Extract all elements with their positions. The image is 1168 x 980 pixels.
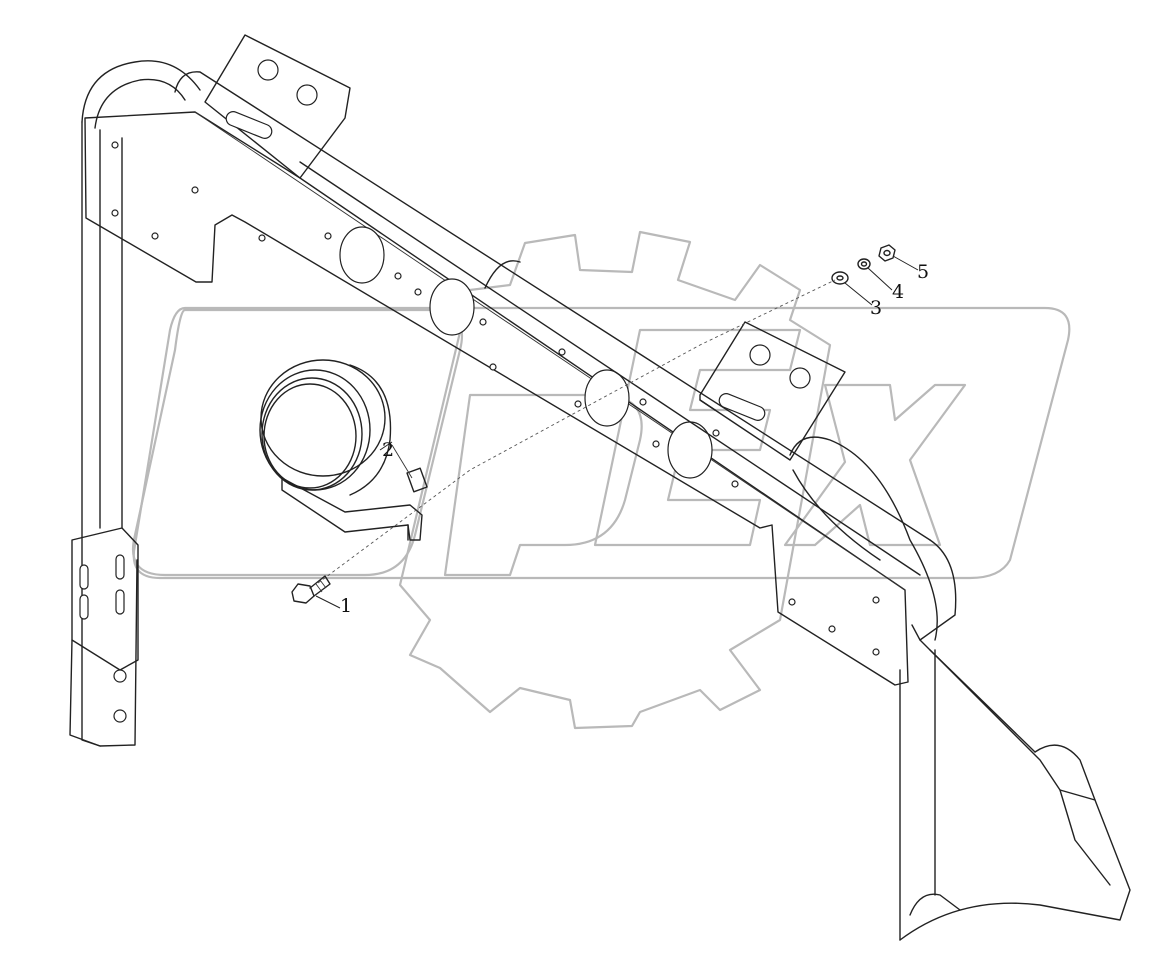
assembly-centerline xyxy=(317,279,836,584)
watermark-e-letter xyxy=(593,328,802,547)
flat-washer xyxy=(831,271,849,285)
callout-3: 3 xyxy=(870,297,882,319)
leader-lines xyxy=(315,255,919,609)
callout-5: 5 xyxy=(917,261,929,283)
crossbar-plate xyxy=(84,111,909,686)
work-light-assembly xyxy=(259,359,428,541)
watermark-outer-frame xyxy=(132,306,1071,580)
right-mounting-tab xyxy=(699,321,846,461)
callout-1: 1 xyxy=(340,595,352,617)
watermark-x-letter xyxy=(783,383,967,547)
callout-2: 2 xyxy=(382,439,394,461)
bolt-part xyxy=(291,575,331,604)
right-frame-post xyxy=(789,436,1131,941)
opex-watermark xyxy=(131,230,1071,730)
nut xyxy=(878,244,896,262)
top-tube xyxy=(174,71,957,641)
hardware-stack xyxy=(831,244,896,285)
left-frame-post xyxy=(69,60,201,747)
watermark-gear xyxy=(398,230,832,730)
callouts: 1 2 3 4 5 xyxy=(340,261,929,617)
callout-4: 4 xyxy=(892,281,904,303)
lock-washer xyxy=(857,258,871,270)
left-mounting-tab xyxy=(204,34,351,179)
